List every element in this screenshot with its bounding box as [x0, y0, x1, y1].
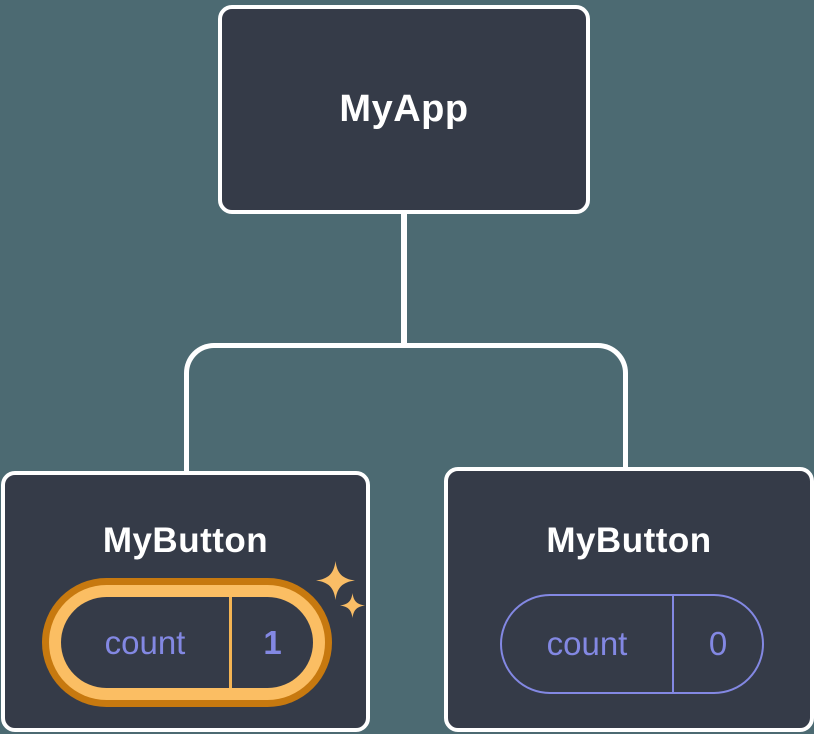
node-mybutton-1-label: MyButton: [102, 521, 269, 560]
node-mybutton-2: MyButton count 0: [444, 467, 814, 732]
node-mybutton-1: MyButton count 1: [1, 471, 370, 732]
state-value: 1: [263, 623, 282, 661]
connector-branch: [184, 343, 628, 478]
node-myapp: MyApp: [218, 5, 590, 214]
connector-root-stem: [401, 210, 407, 346]
node-mybutton-2-label: MyButton: [546, 521, 712, 560]
state-pill-highlighted: count 1: [42, 578, 332, 707]
node-myapp-label: MyApp: [339, 88, 469, 130]
state-pill-divider: [229, 597, 232, 688]
state-pill-body: count 1: [61, 597, 313, 688]
state-label: count: [104, 623, 186, 661]
state-pill-divider: [672, 596, 674, 692]
state-label: count: [546, 625, 628, 662]
state-value: 0: [708, 625, 728, 662]
state-pill-plain: count 0: [500, 594, 764, 694]
state-pill-highlight-ring: count 1: [49, 585, 325, 700]
